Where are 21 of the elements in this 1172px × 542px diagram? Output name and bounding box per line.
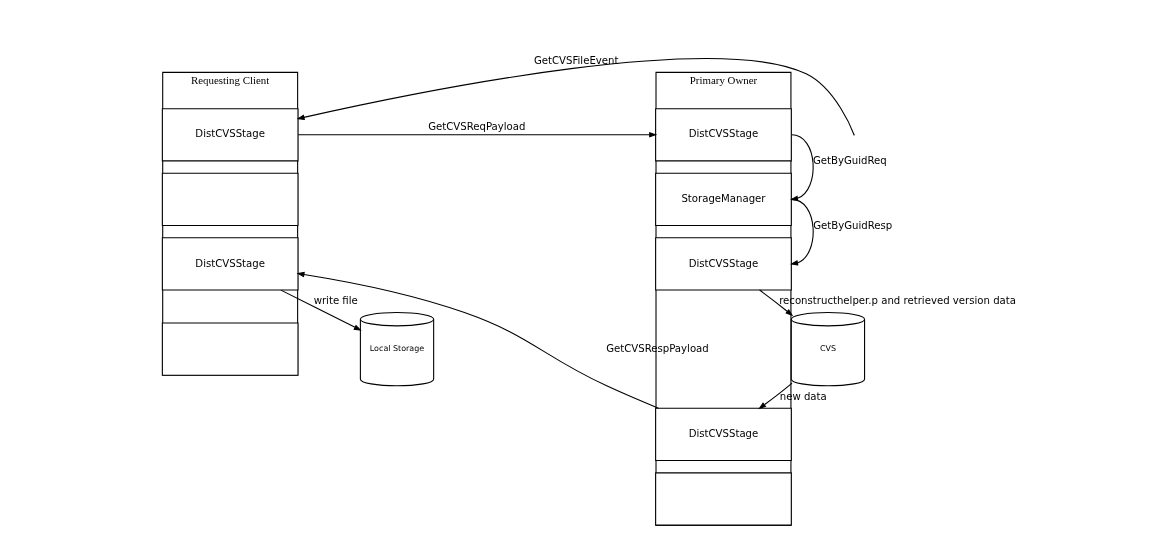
node-box xyxy=(161,172,299,227)
edge-label: GetCVSReqPayload xyxy=(428,120,526,132)
edge-label: GetByGuidResp xyxy=(813,219,893,231)
arrow xyxy=(297,132,658,138)
arrow xyxy=(790,198,814,266)
edge-label: write file xyxy=(313,294,358,306)
node-box xyxy=(161,322,299,376)
arrow xyxy=(759,289,794,317)
arrow xyxy=(296,58,855,136)
edge-label: GetCVSFileEvent xyxy=(533,54,619,66)
node-box: DistCVSStage xyxy=(655,407,792,462)
node-box: DistCVSStage xyxy=(655,237,792,291)
arrow xyxy=(296,271,660,409)
node-box: DistCVSStage xyxy=(161,237,299,291)
edge-label: GetByGuidReq xyxy=(812,155,887,167)
node-box: DistCVSStage xyxy=(161,108,299,162)
arrow xyxy=(280,289,362,331)
node-box: DistCVSStage xyxy=(655,108,792,162)
edge-label: GetCVSRespPayload xyxy=(606,342,709,354)
node-box xyxy=(655,472,792,526)
node-box: StorageManager xyxy=(655,172,792,227)
